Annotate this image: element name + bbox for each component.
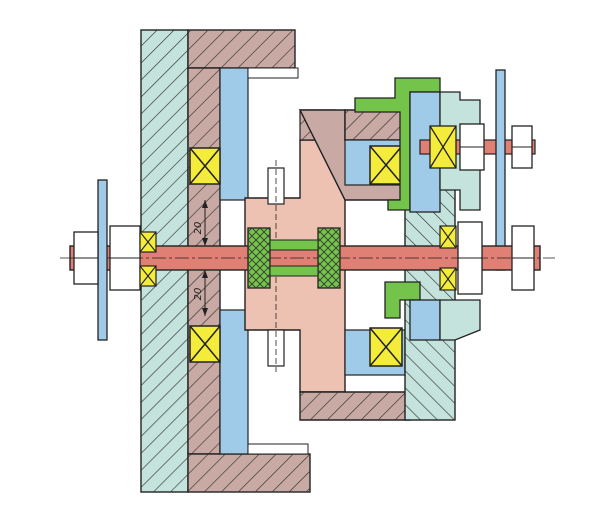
upper-right-bolt [419,69,536,271]
left-cavities [219,67,309,455]
left-bearing-top [189,147,221,185]
dimension-upper-label: 20 [193,222,204,235]
dimension-lower-label: 20 [193,288,204,301]
left-bearing-bottom [189,325,221,363]
spline-sleeves [247,227,341,289]
dimension-lower: 20 [193,270,208,316]
dimension-upper: 20 [193,200,208,246]
left-brown-disk [187,29,311,493]
left-nut-stack [73,179,157,341]
right-bearing-bottom [369,327,403,367]
right-nut-stack [439,221,535,295]
right-bearing-top [369,145,403,185]
